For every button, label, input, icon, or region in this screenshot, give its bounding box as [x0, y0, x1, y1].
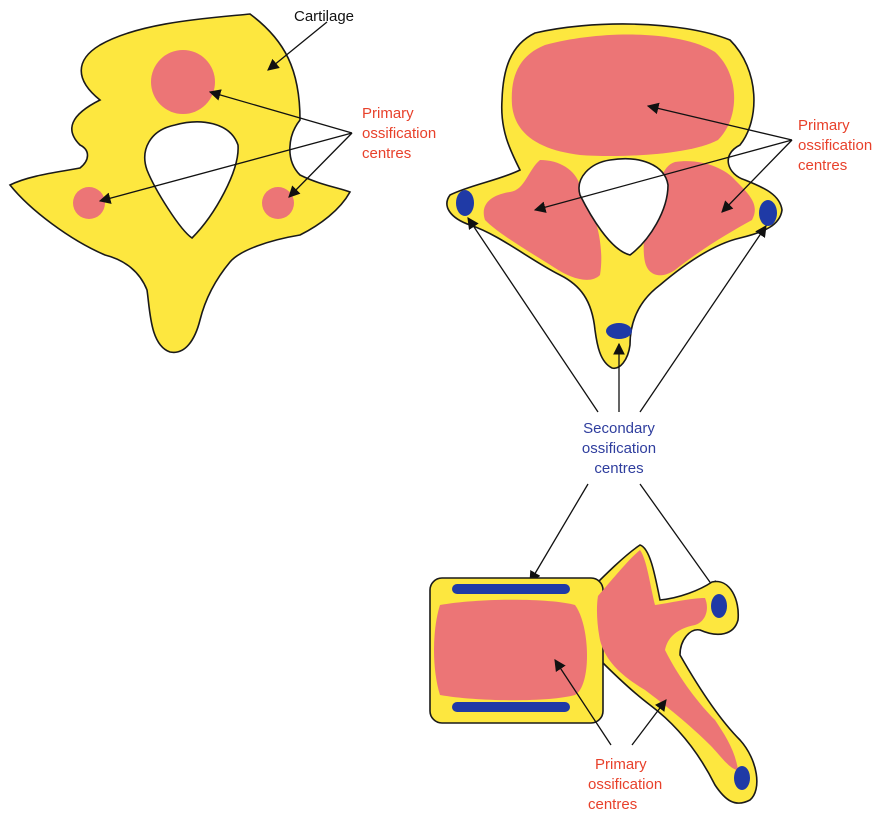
secondary-centre-right-transverse — [759, 200, 777, 226]
primary-label-left-line3: centres — [362, 145, 411, 162]
primary-label-right-line2: ossification — [798, 137, 872, 154]
primary-label-left-line1: Primary — [362, 105, 414, 122]
arrow-primary-bottom-arch — [632, 700, 666, 745]
secondary-centre-transverse-lateral — [711, 594, 727, 618]
cartilage-label: Cartilage — [294, 8, 354, 25]
primary-centre-left-arch-early — [73, 187, 105, 219]
primary-label-bottom-line2: ossification — [588, 776, 662, 793]
primary-centre-right-arch-early — [262, 187, 294, 219]
early-vertebra — [10, 14, 350, 352]
secondary-centre-spinous — [606, 323, 632, 339]
secondary-label-line2: ossification — [582, 440, 656, 457]
secondary-label-line1: Secondary — [583, 420, 655, 437]
primary-label-right: Primary ossification centres — [798, 117, 872, 174]
secondary-centre-upper-plate — [452, 584, 570, 594]
primary-label-bottom-line3: centres — [588, 796, 637, 813]
primary-label-right-line3: centres — [798, 157, 847, 174]
primary-centre-body-early — [151, 50, 215, 114]
lateral-vertebra — [430, 545, 757, 803]
secondary-centre-spinous-lateral — [734, 766, 750, 790]
secondary-label-line3: centres — [594, 460, 643, 477]
primary-label-right-line1: Primary — [798, 117, 850, 134]
primary-centre-lateral-body — [434, 600, 587, 701]
superior-vertebra — [447, 24, 782, 368]
primary-label-left-line2: ossification — [362, 125, 436, 142]
secondary-centre-left-transverse — [456, 190, 474, 216]
primary-label-bottom: Primary ossification centres — [588, 756, 662, 813]
primary-label-left: Primary ossification centres — [362, 105, 436, 162]
primary-centre-body-superior — [512, 35, 734, 157]
arrow-secondary-upper-plate — [530, 484, 588, 582]
primary-label-bottom-line1: Primary — [595, 756, 647, 773]
secondary-centre-lower-plate — [452, 702, 570, 712]
secondary-label: Secondary ossification centres — [582, 420, 656, 477]
